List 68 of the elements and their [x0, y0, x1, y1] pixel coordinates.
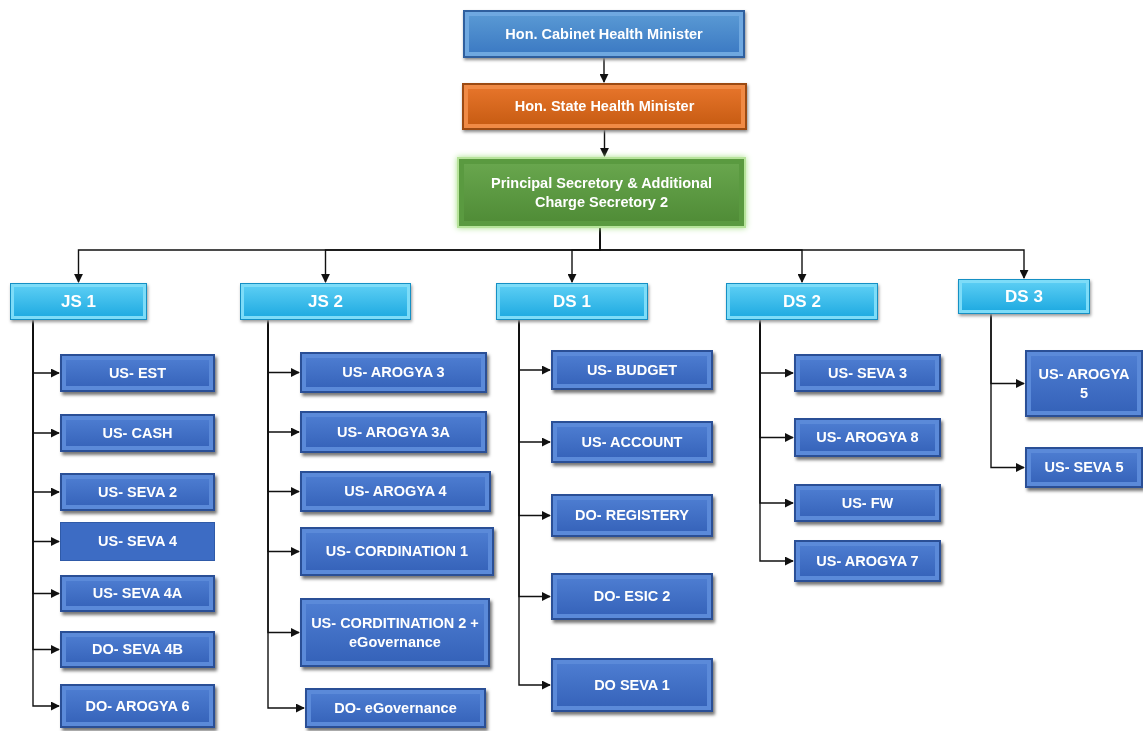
position-title: DO SEVA 1	[594, 675, 670, 695]
position-box	[794, 354, 941, 392]
position-title: JS 2	[308, 290, 343, 313]
arrow	[599, 57, 609, 83]
position-title: DO- REGISTERY	[575, 506, 689, 525]
position-box	[551, 573, 713, 620]
position-title: DS 1	[553, 290, 591, 313]
arrow	[759, 319, 794, 566]
position-box	[457, 157, 746, 228]
position-box	[726, 283, 878, 320]
position-title: US- CASH	[102, 423, 173, 443]
position-title: US- AROGYA 5	[1037, 365, 1131, 402]
position-box	[300, 598, 490, 667]
position-title: US- BUDGET	[586, 360, 678, 380]
position-title: DO- AROGYA 6	[85, 696, 190, 716]
position-title: US- AROGYA 4	[344, 482, 447, 501]
position-box	[60, 575, 215, 612]
position-box	[300, 411, 487, 453]
position-box	[1025, 447, 1143, 488]
position-title: US- AROGYA 3	[342, 363, 445, 382]
position-box	[240, 283, 411, 320]
position-title: DO- eGovernance	[334, 698, 457, 718]
position-title: DS 2	[783, 290, 821, 313]
position-title: US- EST	[108, 363, 167, 383]
position-box	[60, 354, 215, 392]
position-box	[300, 527, 494, 576]
position-title: DO- ESIC 2	[593, 587, 671, 606]
position-title: US- AROGYA 3A	[337, 422, 450, 442]
position-title: Hon. State Health Minister	[514, 97, 695, 116]
position-box	[1025, 350, 1143, 417]
position-box	[794, 540, 941, 582]
position-title: US- AROGYA 8	[816, 428, 919, 447]
position-title: US- ACCOUNT	[581, 432, 683, 452]
position-box	[794, 484, 941, 522]
position-title: Hon. Cabinet Health Minister	[505, 24, 703, 44]
position-title: US- CORDINATION 1	[325, 542, 469, 561]
position-box	[60, 684, 215, 728]
position-box	[60, 522, 215, 561]
position-box	[300, 352, 487, 393]
position-title: DO- SEVA 4B	[91, 640, 183, 659]
position-title: US- FW	[841, 493, 894, 513]
position-title: US- SEVA 3	[828, 363, 907, 383]
position-title: US- SEVA 4A	[92, 584, 183, 603]
position-box	[300, 471, 491, 512]
position-box	[60, 473, 215, 511]
position-title: US- AROGYA 7	[816, 551, 919, 571]
position-box	[551, 421, 713, 463]
position-box	[551, 494, 713, 537]
position-title: US- SEVA 2	[98, 482, 177, 502]
position-box	[462, 83, 747, 130]
position-title: Principal Secretory & Additional Charge Secretory 2	[489, 174, 713, 211]
position-box	[551, 350, 713, 390]
position-title: DS 3	[1005, 285, 1043, 308]
position-title: JS 1	[61, 290, 96, 313]
position-box	[496, 283, 648, 320]
position-box	[10, 283, 147, 320]
position-title: US- SEVA 5	[1044, 458, 1124, 477]
position-box	[551, 658, 713, 712]
position-title: US- SEVA 4	[98, 532, 177, 551]
position-box	[463, 10, 745, 58]
arrow	[990, 313, 1025, 472]
position-box	[794, 418, 941, 457]
position-box	[60, 631, 215, 668]
position-box	[60, 414, 215, 452]
arrow	[600, 129, 609, 157]
position-box	[958, 279, 1090, 314]
position-box	[305, 688, 486, 728]
position-title: US- CORDITINATION 2 + eGovernance	[310, 614, 480, 651]
